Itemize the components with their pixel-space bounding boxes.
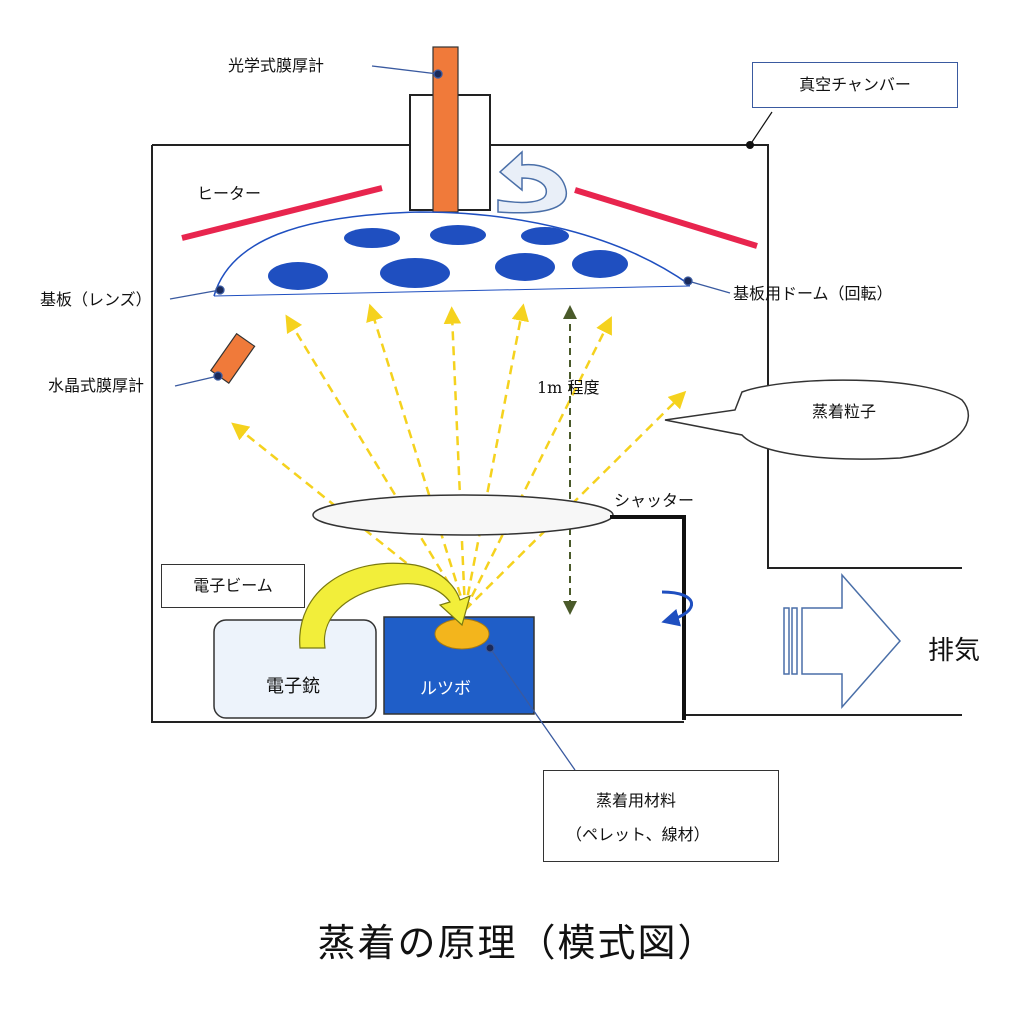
substrate-lens — [380, 258, 450, 288]
vacuum-chamber-label-box: 真空チャンバー — [752, 62, 958, 108]
optical-monitor-label: 光学式膜厚計 — [228, 56, 325, 75]
shutter-disk — [312, 494, 614, 536]
shutter-rotation-icon — [661, 590, 693, 627]
substrate-label: 基板（レンズ） — [40, 290, 152, 309]
dome-base — [213, 285, 691, 297]
exhaust-label: 排気 — [928, 636, 981, 666]
substrate-dome — [213, 211, 691, 297]
substrate-lens — [344, 228, 400, 248]
particles-label: 蒸着粒子 — [812, 402, 877, 421]
heater-label: ヒーター — [197, 184, 262, 203]
material-label-line2: （ペレット、線材） — [566, 825, 710, 844]
vacuum-chamber-outline — [151, 144, 962, 723]
substrate-lens — [521, 227, 569, 245]
particle-arrows — [231, 303, 687, 611]
material-label-box: 蒸着用材料 （ペレット、線材） — [543, 770, 779, 862]
rotation-arrow-icon — [497, 150, 567, 214]
substrate-lens — [268, 262, 328, 290]
particles-bubble — [664, 379, 970, 460]
electron-beam-label-box: 電子ビーム — [161, 564, 305, 608]
heater-right — [574, 187, 758, 249]
substrate-lens — [430, 225, 486, 245]
electron-beam-label: 電子ビーム — [193, 576, 273, 595]
electron-beam-arrow-icon — [299, 562, 471, 649]
diagram-title: 蒸着の原理（模式図） — [317, 921, 718, 965]
shutter-arm — [610, 515, 686, 720]
electron-gun-label: 電子銃 — [266, 676, 320, 697]
dome-label: 基板用ドーム（回転） — [733, 284, 893, 303]
substrate-lens — [572, 250, 628, 278]
distance-label: 1m 程度 — [537, 378, 600, 397]
material-label-line1: 蒸着用材料 — [596, 791, 677, 810]
crystal-monitor-label: 水晶式膜厚計 — [48, 376, 145, 395]
heater-left — [181, 185, 383, 241]
callout-lines — [169, 65, 731, 771]
substrate-lens — [495, 253, 555, 281]
vacuum-chamber-label: 真空チャンバー — [799, 75, 911, 94]
exhaust-arrow-icon — [783, 573, 901, 709]
substrates — [268, 225, 628, 290]
electron-gun-body — [213, 619, 377, 719]
crucible-label: ルツボ — [420, 679, 471, 699]
shutter-label: シャッター — [614, 491, 695, 510]
